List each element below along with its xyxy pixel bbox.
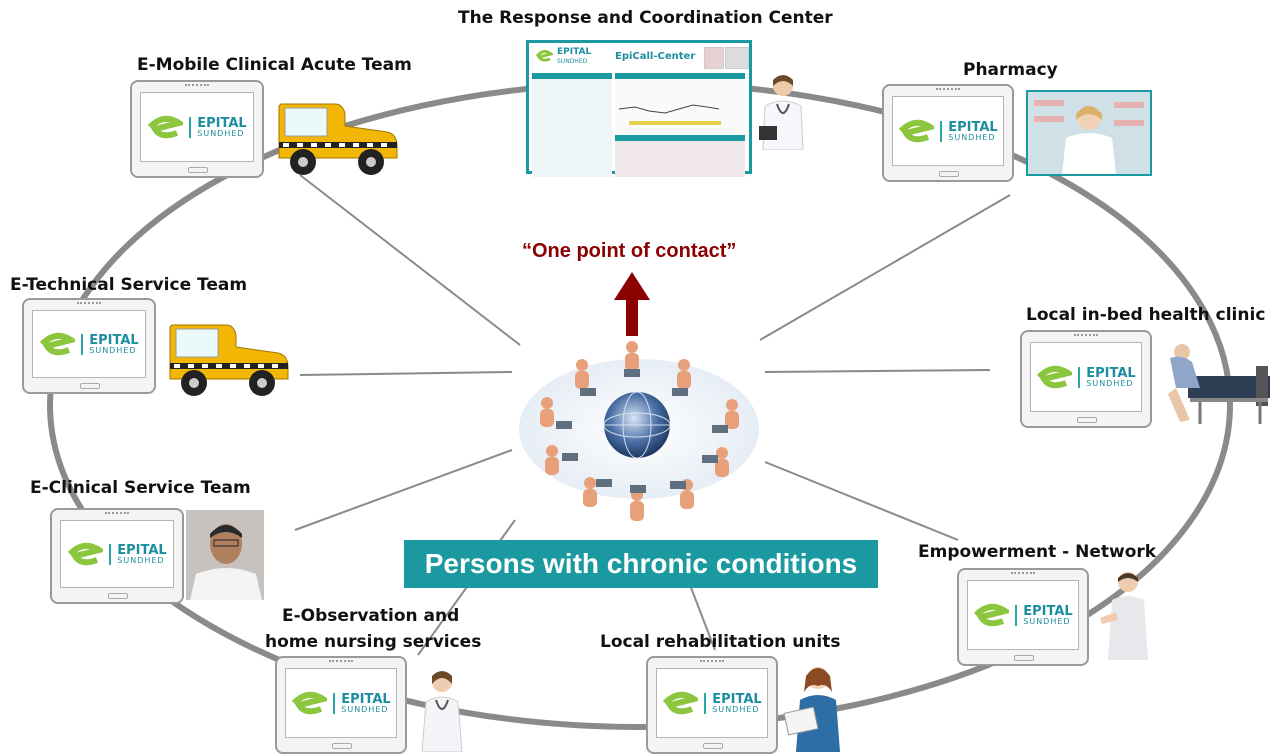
node-title-pharmacy: Pharmacy: [963, 60, 1058, 80]
epicall-chart-panel: [615, 73, 745, 137]
epital-logo-icon: [974, 603, 1010, 627]
center-slogan: “One point of contact”: [522, 240, 737, 262]
epital-logo-icon: [899, 119, 935, 143]
patient-avatar: [725, 47, 749, 69]
doctor-woman-photo: [755, 70, 811, 151]
node-title-observation-2: home nursing services: [265, 632, 482, 652]
epital-logo-icon: [68, 542, 104, 566]
spokes: [294, 174, 1011, 656]
node-title-response: The Response and Coordination Center: [458, 8, 833, 28]
epicall-sub: SUNDHED: [557, 58, 588, 65]
people-network-graphic: [512, 333, 766, 525]
taxi-van-icon: [166, 313, 292, 399]
businessman-photo: [1098, 568, 1154, 660]
epital-logo-icon: [148, 115, 184, 139]
epital-logo-icon: [292, 691, 328, 715]
epicall-logo: [535, 48, 555, 68]
epicall-title: EpiCall-Center: [615, 51, 696, 62]
up-arrow-icon: [614, 272, 650, 336]
epicall-screen: EPITAL SUNDHED EpiCall-Center: [526, 40, 752, 177]
doctor-man-photo: [186, 510, 264, 600]
node-title-observation-1: E-Observation and: [282, 606, 460, 626]
nurse-photo: [414, 666, 470, 753]
epital-logo-icon: [535, 49, 555, 62]
node-title-technical: E-Technical Service Team: [10, 275, 248, 295]
pharmacist-photo: [1026, 90, 1152, 176]
epicall-notes-panel: [615, 135, 745, 177]
center-banner: Persons with chronic conditions: [404, 540, 878, 588]
epital-logo-icon: [663, 691, 699, 715]
epital-logo-icon: [40, 332, 76, 356]
phone-icon: [704, 47, 724, 69]
taxi-van-icon: [275, 92, 401, 178]
therapist-photo: [782, 662, 854, 752]
epicall-patient-panel: [532, 73, 612, 177]
node-title-inbed: Local in-bed health clinic: [1026, 305, 1266, 325]
node-title-clinical: E-Clinical Service Team: [30, 478, 251, 498]
node-title-mobile: E-Mobile Clinical Acute Team: [137, 55, 412, 75]
node-title-rehab: Local rehabilitation units: [600, 632, 841, 652]
epital-logo-icon: [1037, 365, 1073, 389]
hospital-bed-photo: [1160, 338, 1272, 434]
node-title-empower: Empowerment - Network: [918, 542, 1157, 562]
epicall-brand: EPITAL: [557, 47, 592, 57]
